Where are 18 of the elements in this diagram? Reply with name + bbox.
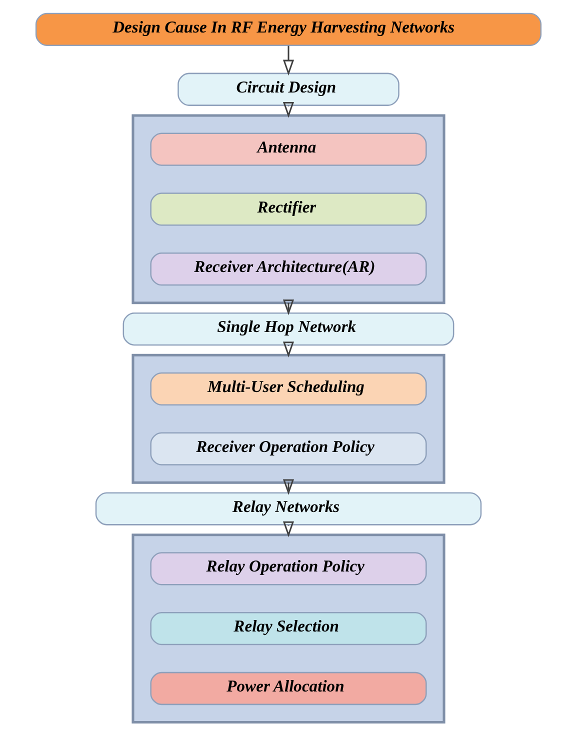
arrow — [282, 521, 294, 538]
arrow — [282, 46, 294, 76]
node-box: Power Allocation — [150, 672, 426, 706]
node-box: Receiver Operation Policy — [150, 432, 426, 466]
node-box: Antenna — [150, 132, 426, 166]
node-box: Rectifier — [150, 192, 426, 226]
cluster — [131, 114, 445, 304]
node-box: Receiver Architecture(AR) — [150, 252, 426, 286]
cluster — [131, 354, 445, 484]
node-box: Relay Selection — [150, 612, 426, 646]
cluster — [131, 534, 445, 724]
arrow — [282, 479, 294, 496]
arrow — [282, 299, 294, 316]
node-box: Multi-User Scheduling — [150, 372, 426, 406]
node-box: Relay Operation Policy — [150, 552, 426, 586]
arrow — [282, 102, 294, 118]
node-box: Design Cause In RF Energy Harvesting Networks — [34, 12, 542, 46]
arrow — [282, 342, 294, 358]
